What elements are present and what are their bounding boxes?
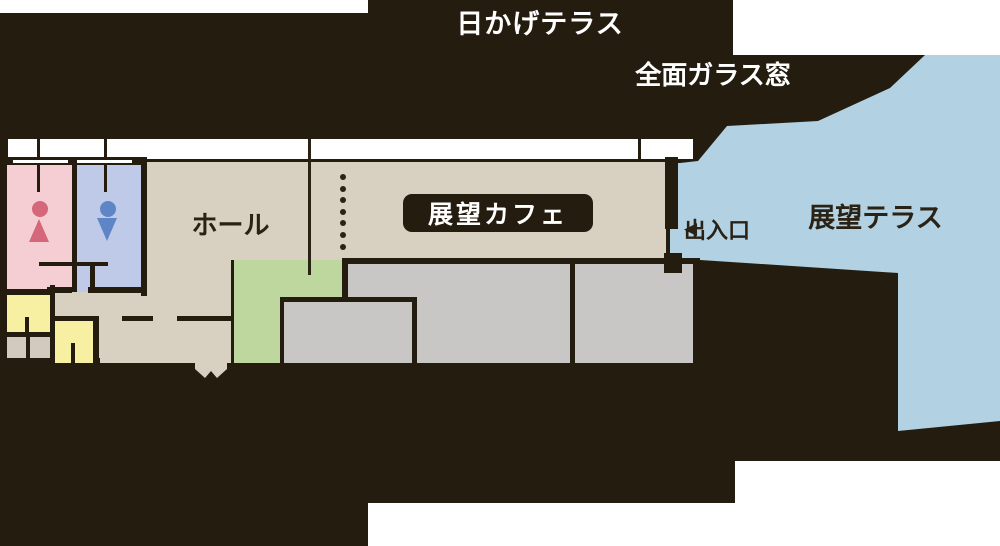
strip-divider	[37, 139, 40, 159]
dotted-boundary	[340, 244, 346, 250]
counter-divider-wall	[570, 264, 575, 363]
female-restroom-icon	[32, 201, 48, 217]
restroom-right-wall	[141, 157, 147, 296]
dotted-boundary	[340, 186, 346, 192]
dotted-boundary	[340, 232, 346, 238]
service-cell	[7, 337, 26, 358]
wall-stub	[37, 165, 40, 192]
counter-top-wall	[342, 258, 700, 264]
male-restroom-icon	[100, 201, 116, 217]
female-restroom-icon	[29, 219, 49, 242]
restroom-bottom-wall	[88, 287, 141, 293]
hall-wall-fragment	[122, 316, 153, 321]
stall-partition-wall	[39, 262, 108, 266]
service-room-wall	[0, 332, 55, 337]
glass-window-label: 全面ガラス窓	[635, 61, 791, 91]
service-divider	[26, 337, 30, 358]
hall-cafe-divider-line	[308, 139, 311, 275]
shade-terrace-strip	[8, 139, 693, 159]
window-glass-line	[77, 160, 132, 163]
service-room-wall	[7, 289, 50, 295]
cafe-label: 展望カフェ	[427, 200, 568, 229]
strip-divider	[104, 139, 107, 159]
observation-terrace-label: 展望テラス	[808, 203, 943, 234]
cafe-badge: 展望カフェ	[403, 194, 593, 232]
service-room-wall	[50, 316, 98, 321]
dotted-boundary	[340, 209, 346, 215]
glass-front-line	[147, 159, 666, 161]
counter-right-wall	[693, 264, 700, 363]
strip-divider	[638, 139, 641, 159]
restroom-bottom-wall	[47, 287, 72, 293]
dotted-boundary	[340, 174, 346, 180]
restroom-divider-wall	[72, 165, 77, 292]
service-divider	[25, 317, 29, 332]
service-room-wall	[50, 285, 55, 363]
window-glass-line	[13, 160, 68, 163]
hall-label: ホール	[191, 211, 270, 241]
service-cell	[30, 337, 50, 358]
kitchen-box	[284, 302, 412, 363]
stall-stub-wall	[90, 266, 95, 292]
service-room-wall	[93, 316, 99, 363]
entrance-arrow-icon: ◀	[684, 219, 698, 239]
hall-entrance-notch	[195, 362, 227, 378]
wall-stub	[104, 165, 107, 192]
male-restroom-icon	[97, 218, 117, 241]
entrance-label: 出入口	[684, 219, 751, 244]
shade-terrace-label: 日かげテラス	[456, 9, 624, 40]
dotted-boundary	[340, 197, 346, 203]
hall-wall-fragment	[177, 316, 233, 321]
corner-wall-block	[664, 253, 682, 273]
dotted-boundary	[340, 220, 346, 226]
service-divider	[71, 343, 75, 363]
green-room-wall	[231, 260, 234, 363]
cafe-right-wall	[665, 157, 678, 229]
counter-area-b	[575, 264, 693, 363]
